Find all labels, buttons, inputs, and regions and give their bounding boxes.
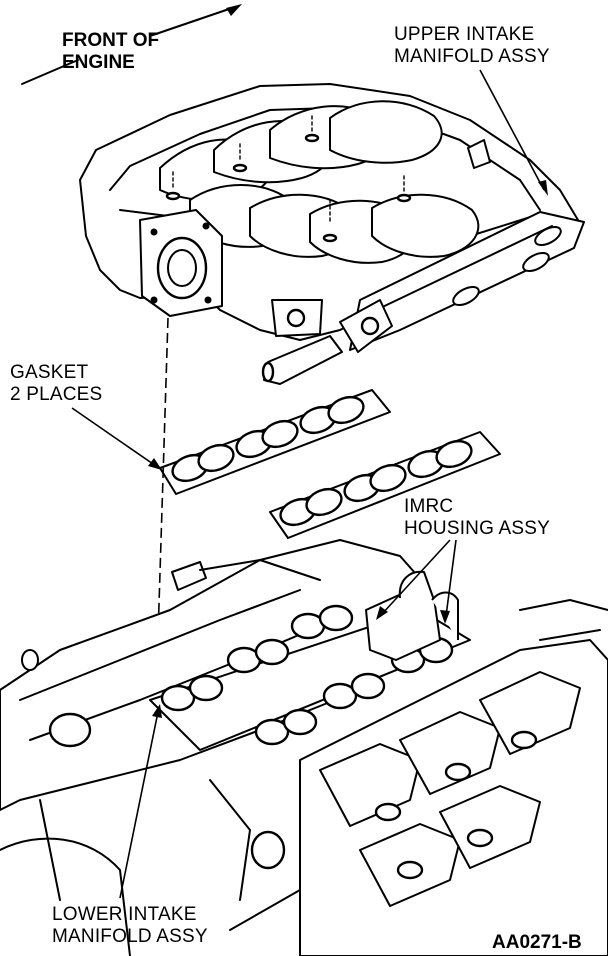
gasket-label: GASKET	[10, 362, 88, 383]
lower-intake-label-line2: MANIFOLD ASSY	[52, 926, 208, 947]
front-of-engine-label-line2: ENGINE	[62, 52, 135, 73]
front-of-engine-label: FRONT OF	[62, 30, 159, 51]
upper-intake-label: UPPER INTAKE	[394, 24, 534, 45]
lower-intake-manifold	[0, 539, 608, 956]
imrc-leader-right	[445, 539, 457, 617]
upper-intake-label-line2: MANIFOLD ASSY	[394, 46, 550, 67]
gasket-left	[159, 389, 391, 495]
front-of-engine-arrow	[21, 4, 242, 85]
gasket-label-line2: 2 PLACES	[10, 384, 102, 405]
figure-code: AA0271-B	[492, 932, 582, 953]
gasket-leader	[71, 407, 157, 467]
manifold-bolts	[165, 115, 412, 243]
imrc-leader-left	[381, 539, 451, 615]
imrc-label-line2: HOUSING ASSY	[404, 518, 550, 539]
upper-intake-manifold	[79, 83, 585, 385]
lower-intake-leader	[119, 711, 159, 899]
upper-intake-leader	[479, 69, 545, 191]
gasket-right	[269, 431, 501, 539]
imrc-label: IMRC	[404, 496, 453, 517]
lower-intake-label: LOWER INTAKE	[52, 904, 197, 925]
